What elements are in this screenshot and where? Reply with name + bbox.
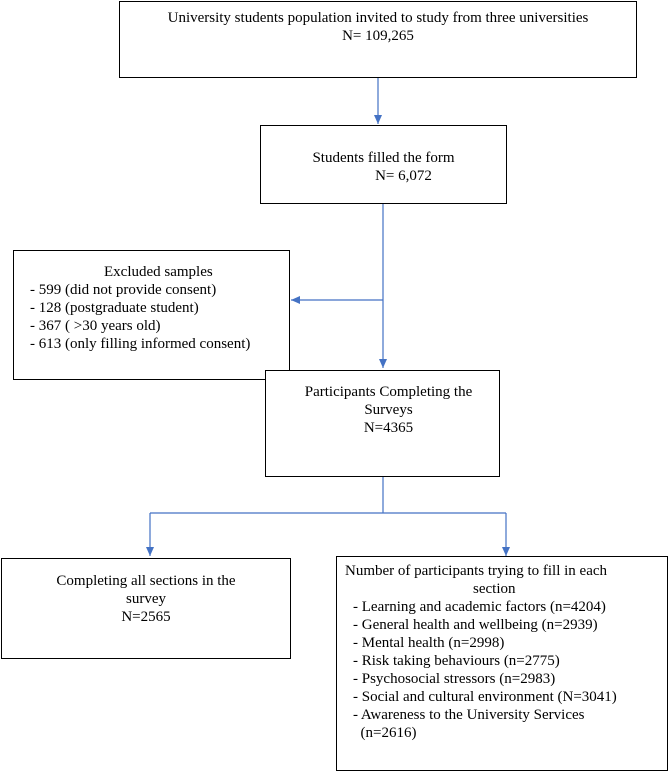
section-item: - Mental health (n=2998) — [353, 635, 505, 651]
all-sections-box: Completing all sections in the survey N=… — [1, 558, 291, 659]
filled-form-box: Students filled the form N= 6,072 — [260, 125, 507, 204]
population-box: University students population invited t… — [119, 1, 637, 78]
all-sections-text-2: survey — [126, 591, 166, 607]
excluded-item: - 613 (only filling informed consent) — [30, 336, 251, 352]
all-sections-count: N=2565 — [121, 609, 171, 625]
population-text: University students population invited t… — [167, 10, 589, 26]
completing-surveys-count: N=4365 — [363, 420, 414, 436]
completing-surveys-text-2: Surveys — [364, 402, 413, 418]
all-sections-text: Completing all sections in the — [56, 573, 236, 589]
each-section-box: Number of participants trying to fill in… — [336, 556, 668, 771]
filled-form-count: N= 6,072 — [375, 168, 432, 184]
excluded-title: Excluded samples — [104, 264, 213, 280]
section-item: (n=2616) — [353, 725, 417, 741]
population-count: N= 109,265 — [342, 28, 414, 44]
excluded-item: - 367 ( >30 years old) — [30, 318, 161, 334]
section-item: - Risk taking behaviours (n=2775) — [353, 653, 560, 669]
section-item: - Awareness to the University Services — [353, 707, 585, 723]
completing-surveys-text: Participants Completing the — [304, 384, 473, 400]
filled-form-text: Students filled the form — [312, 150, 455, 166]
section-item: - General health and wellbeing (n=2939) — [353, 617, 598, 633]
each-section-title-2: section — [473, 581, 516, 597]
excluded-box: Excluded samples - 599 (did not provide … — [13, 250, 290, 380]
completing-surveys-box: Participants Completing the Surveys N=43… — [265, 370, 500, 477]
section-item: - Social and cultural environment (N=304… — [353, 689, 617, 705]
each-section-title: Number of participants trying to fill in… — [345, 563, 608, 579]
section-item: - Psychosocial stressors (n=2983) — [353, 671, 556, 687]
excluded-item: - 128 (postgraduate student) — [30, 300, 199, 316]
excluded-item: - 599 (did not provide consent) — [30, 282, 217, 298]
section-item: - Learning and academic factors (n=4204) — [353, 599, 606, 615]
